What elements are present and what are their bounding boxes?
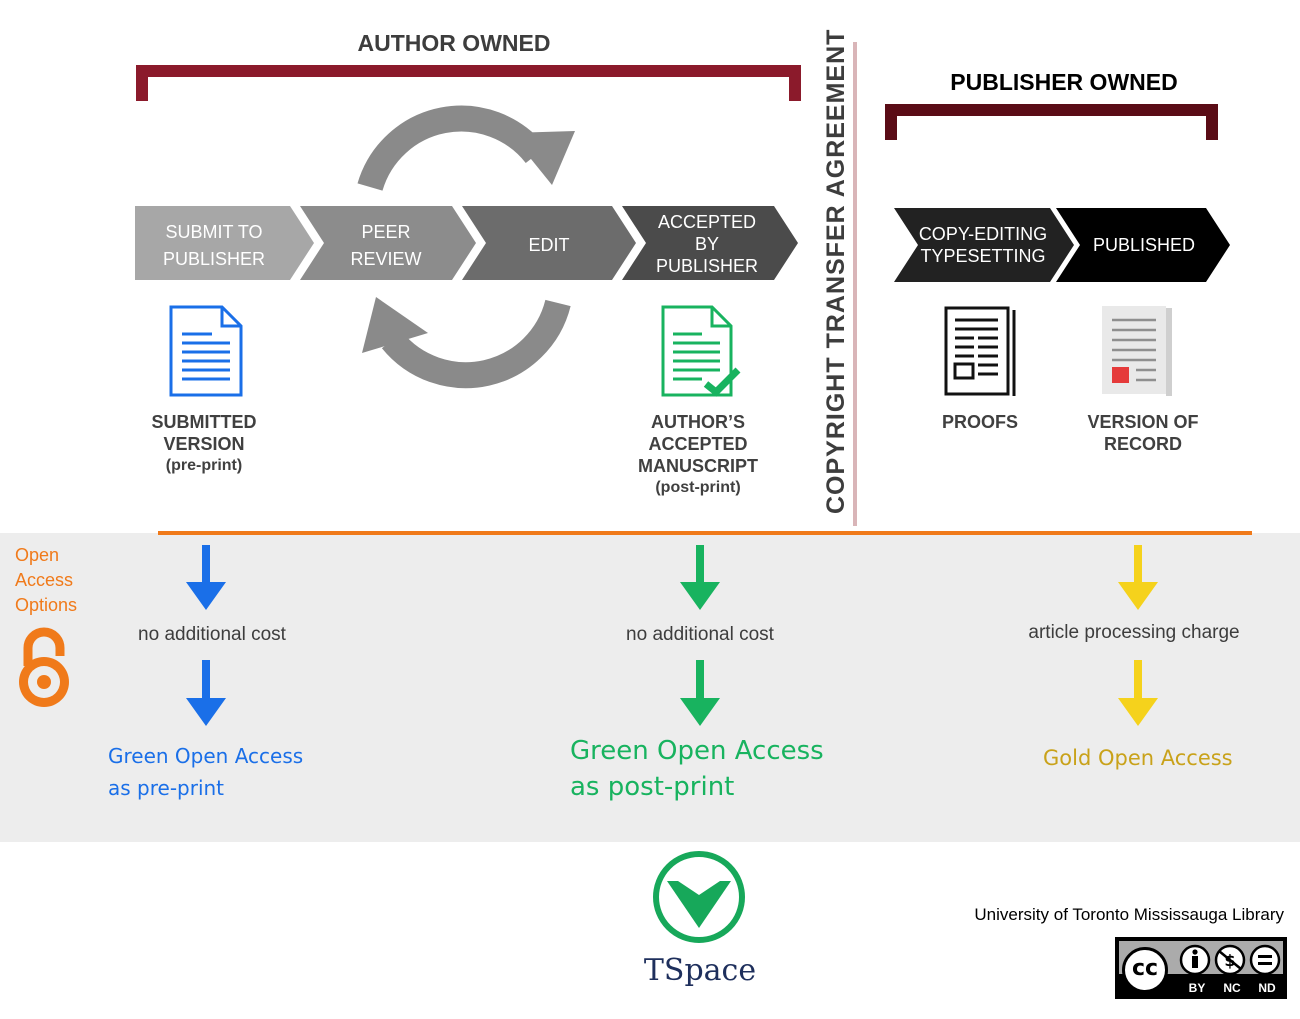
stage-published-label: PUBLISHED [1092, 235, 1196, 255]
submitted-document-icon [169, 305, 243, 397]
workflow-chevrons [135, 206, 1230, 282]
green-oa-preprint-label: Green Open Access as pre-print [108, 744, 304, 800]
author-owned-bracket [136, 65, 801, 101]
cycle-arrow-top-icon [357, 105, 575, 191]
gold-oa-label: Gold Open Access [1043, 746, 1233, 770]
proofs-label: PROOFS [941, 412, 1018, 432]
peer-review-cycle-arrows [357, 105, 575, 389]
version-of-record-icon [1102, 306, 1172, 396]
ownership-brackets [136, 65, 1218, 140]
cc-attribution-icons: $ [1179, 944, 1281, 976]
open-access-flow-arrows [186, 545, 1158, 726]
chevron-accepted [622, 206, 798, 280]
cc-nd-icon [1249, 944, 1281, 976]
publisher-owned-heading: PUBLISHER OWNED [950, 69, 1178, 95]
version-of-record-label: VERSION OF RECORD [1087, 412, 1199, 454]
chevron-copyediting [894, 208, 1074, 282]
open-access-lock-icon [19, 627, 69, 707]
accepted-manuscript-icon [661, 305, 741, 397]
cc-nc-label: NC [1223, 981, 1241, 995]
gold-arrow-down-icon [1118, 545, 1158, 726]
cycle-arrow-bottom-icon [362, 297, 571, 389]
blue-arrow-down-icon [186, 545, 226, 726]
cost-label-gold: article processing charge [1028, 622, 1240, 643]
chevron-published [1056, 208, 1230, 282]
chevron-peer-review [300, 206, 476, 280]
cc-license-badge: cc $ BY NC ND [1115, 937, 1287, 999]
accepted-manuscript-label: AUTHOR’S ACCEPTED MANUSCRIPT (post-print… [638, 412, 758, 496]
green-oa-postprint-label: Green Open Access as post-print [570, 736, 824, 802]
author-owned-heading: AUTHOR OWNED [357, 30, 551, 56]
green-arrow-down-icon [680, 545, 720, 726]
stage-edit-label: EDIT [528, 235, 570, 255]
orange-divider-line [158, 531, 1252, 535]
chevron-submit [135, 206, 314, 280]
checkmark-icon [703, 367, 741, 397]
cc-by-label: BY [1188, 981, 1206, 995]
copyright-divider-line [853, 42, 857, 526]
cc-by-icon [1179, 944, 1211, 976]
open-access-options-heading: Open Access Options [15, 545, 78, 615]
cc-icon: cc [1122, 947, 1168, 993]
cc-nc-icon: $ [1214, 944, 1246, 976]
library-credit: University of Toronto Mississauga Librar… [974, 905, 1284, 924]
tspace-logo-icon [653, 851, 745, 943]
chevron-edit [462, 206, 636, 280]
cc-nd-label: ND [1258, 981, 1276, 995]
publisher-owned-bracket [885, 104, 1218, 140]
submitted-version-label: SUBMITTED VERSION (pre-print) [151, 412, 257, 474]
tspace-wordmark: TSpace [643, 953, 757, 988]
cost-label-preprint: no additional cost [138, 624, 286, 645]
cost-label-postprint: no additional cost [626, 624, 774, 645]
proofs-newspaper-icon [944, 306, 1016, 396]
